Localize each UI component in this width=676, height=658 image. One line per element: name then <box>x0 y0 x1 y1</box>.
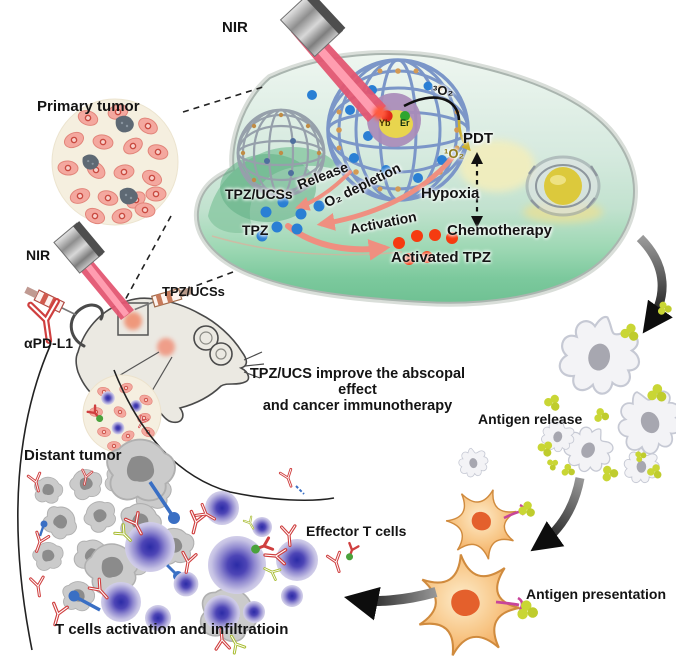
nir-laser-top <box>279 0 387 122</box>
arrow-to-antigen-release <box>636 234 673 334</box>
er-ion <box>400 111 410 121</box>
arrow-to-antigen-presentation <box>530 477 585 552</box>
figure-caption: TPZ/UCS improve the abscopal effect and … <box>235 366 480 414</box>
distant-tumor-label: Distant tumor <box>24 447 122 464</box>
t-cells-activation-label: T cells activation and infiltratioin <box>55 621 289 638</box>
effector-t-cells-label: Effector T cells <box>306 523 407 539</box>
singlet-oxygen-label: ¹O₂ <box>444 146 465 161</box>
nucleus-particle <box>523 155 603 223</box>
yb-label: Yb <box>379 118 391 128</box>
irradiation-window <box>117 302 149 336</box>
o2-depletion-arrow <box>316 155 455 231</box>
singlet-o2-arrow <box>457 119 471 152</box>
released-tpz-dots <box>256 196 325 242</box>
nir-mouse-label: NIR <box>26 247 51 263</box>
caption-line1: TPZ/UCS improve the abscopal effect <box>249 366 466 398</box>
arrow-to-effector-t-cells <box>343 586 438 621</box>
antigen-release-label: Antigen release <box>478 411 583 427</box>
apdl1-label: αPD-L1 <box>24 335 74 351</box>
primary-tumor-site <box>124 312 142 330</box>
tpz-ucss-mouse-label: TPZ/UCSs <box>162 284 225 299</box>
activated-tpz-label: Activated TPZ <box>391 249 492 266</box>
tpz-ucs-syringe <box>134 287 193 311</box>
caption-line2: and cancer immunotherapy <box>262 398 453 414</box>
hypoxia-label: Hypoxia <box>421 185 480 202</box>
pdt-label: PDT <box>463 130 493 147</box>
chemotherapy-label: Chemotherapy <box>447 222 553 239</box>
ucs-nanoparticle-gray <box>236 108 326 198</box>
nir-laser-mouse <box>53 221 134 320</box>
tpz-ucs-nanoparticle <box>326 58 470 202</box>
o2-consumption-arrow <box>403 96 461 121</box>
section-arcs <box>17 345 335 651</box>
antigen-presentation-label: Antigen presentation <box>526 586 667 602</box>
distant-tumor-site <box>157 338 175 356</box>
primary-tumor-label: Primary tumor <box>37 98 140 115</box>
triplet-oxygen-label: ³O₂ <box>433 83 454 98</box>
loaded-tpz-dots <box>345 81 447 183</box>
singlet-oxygen-glow <box>459 140 535 192</box>
mouse-whiskers <box>243 351 265 379</box>
tpz-label: TPZ <box>242 222 269 238</box>
activated-tpz-dots <box>393 229 458 265</box>
nir-top-label: NIR <box>222 19 248 36</box>
release-arrow <box>294 170 352 211</box>
er-label: Er <box>400 118 410 128</box>
magnification-links <box>123 86 264 304</box>
tpz-ucss-cell-label: TPZ/UCSs <box>225 186 293 202</box>
primary-tumor <box>51 98 179 228</box>
mouse-tail <box>69 303 104 348</box>
presented-antigen <box>517 499 537 518</box>
pdt-chemo-link-arrow <box>471 152 483 228</box>
dendritic-cells <box>409 478 539 658</box>
